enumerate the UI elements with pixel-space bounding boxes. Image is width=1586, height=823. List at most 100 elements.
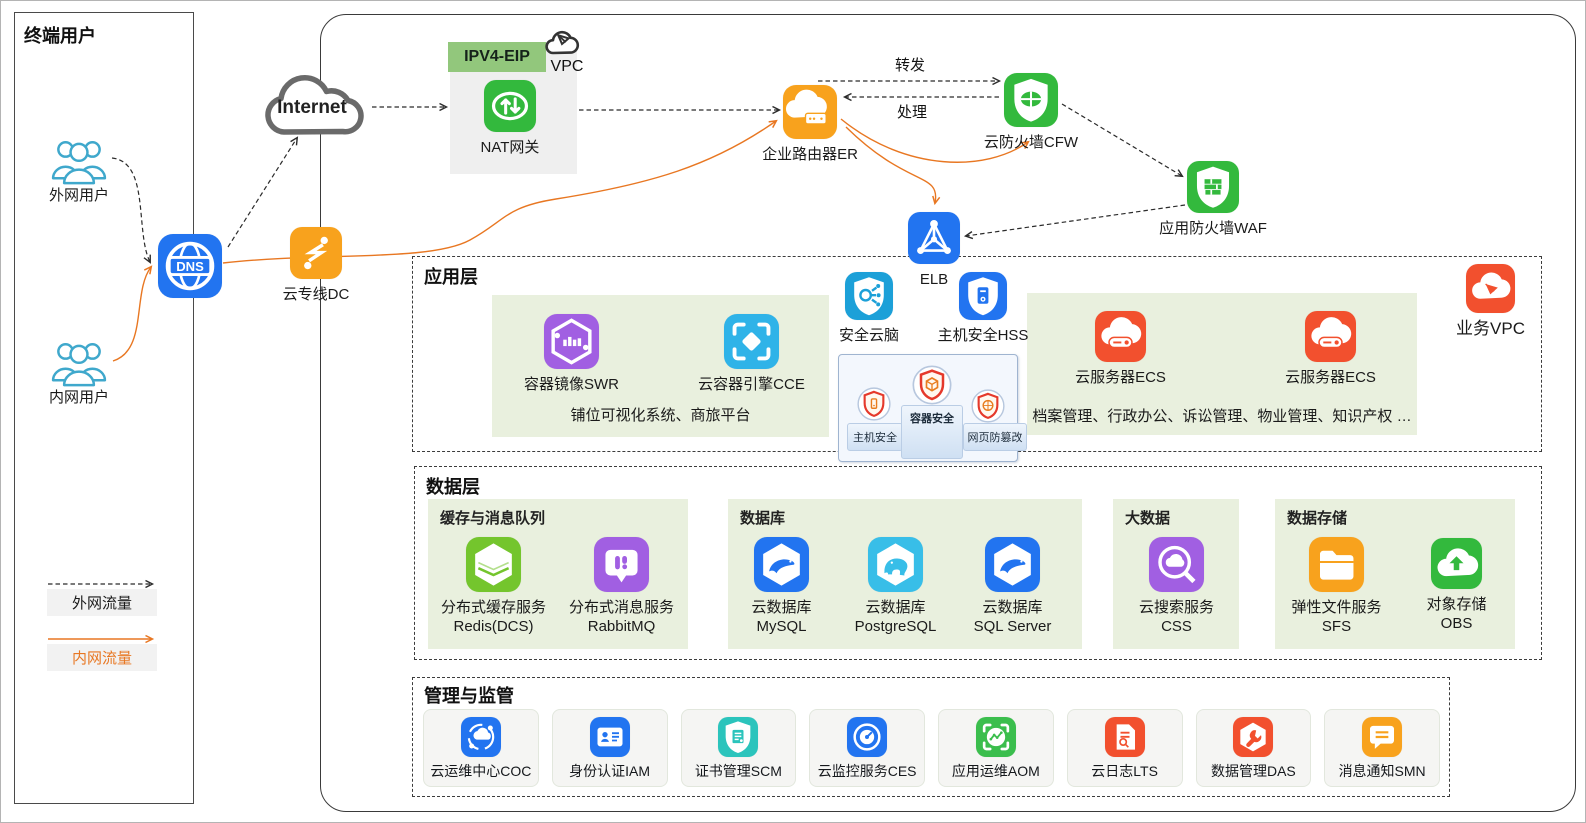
redis-icon <box>466 537 521 592</box>
csssearch-icon <box>1149 537 1204 592</box>
node-brain <box>845 272 893 320</box>
security-item-host: 主机安全 <box>847 423 903 451</box>
mgmt-card-label: 消息通知SMN <box>1338 763 1426 779</box>
host-security-shield-icon <box>857 387 891 421</box>
mgmt-layer-title: 管理与监管 <box>424 686 514 706</box>
node-dns: DNS <box>158 234 222 298</box>
internet-label: Internet <box>277 97 347 118</box>
data-layer-title: 数据层 <box>426 477 480 497</box>
external-users-icon <box>48 137 110 185</box>
node-cce <box>724 314 779 369</box>
data-layer-box <box>414 466 1542 660</box>
node-er <box>783 85 837 139</box>
forward-flow-label: 转发 <box>894 57 925 74</box>
rabbitmq-icon <box>594 537 649 592</box>
scm-icon <box>718 717 759 757</box>
node-label-cfw: 云防火墙CFW <box>983 134 1079 151</box>
node-nat <box>484 80 536 132</box>
node-label-bizvpc: 业务VPC <box>1456 319 1525 338</box>
swr-icon <box>544 314 599 369</box>
mgmt-card-label: 云运维中心COC <box>430 763 532 779</box>
external-users-label: 外网用户 <box>48 187 109 204</box>
mgmt-card-label: 应用运维AOM <box>951 763 1040 779</box>
svg-text:DNS: DNS <box>176 259 204 274</box>
bigdata-group-title: 大数据 <box>1125 510 1171 527</box>
node-waf <box>1187 161 1239 213</box>
node-redis <box>466 537 521 592</box>
app-layer-title: 应用层 <box>424 267 478 287</box>
aom-icon <box>975 717 1016 757</box>
flow-dns-internet <box>227 136 299 248</box>
app-left-caption: 铺位可视化系统、商旅平台 <box>570 407 751 424</box>
node-dc <box>290 227 342 279</box>
db-group-title: 数据库 <box>740 510 786 527</box>
mgmt-card-4: 云监控服务CES <box>809 709 925 787</box>
node-label-rabbitmq: 分布式消息服务 RabbitMQ <box>568 599 674 635</box>
node-label-swr: 容器镜像SWR <box>524 376 619 393</box>
node-label-obs: 对象存储 OBS <box>1426 596 1487 632</box>
security-panel: 主机安全 容器安全 网页防篡改 <box>838 354 1027 462</box>
node-rabbitmq <box>594 537 649 592</box>
mgmt-card-label: 云监控服务CES <box>817 763 917 779</box>
node-label-brain: 安全云脑 <box>838 327 899 344</box>
node-swr <box>544 314 599 369</box>
elb-icon <box>908 212 960 264</box>
dns-icon: DNS <box>158 234 222 298</box>
mgmt-card-label: 身份认证IAM <box>569 763 651 779</box>
das-icon <box>1233 717 1274 757</box>
node-label-nat: NAT网关 <box>480 139 540 156</box>
mgmt-card-8: 消息通知SMN <box>1324 709 1440 787</box>
brain-icon <box>845 272 893 320</box>
security-item-container: 容器安全 <box>901 405 963 459</box>
app-right-caption: 档案管理、行政办公、诉讼管理、物业管理、知识产权 … <box>1032 408 1412 425</box>
node-label-csssearch: 云搜索服务 CSS <box>1138 599 1214 635</box>
node-label-ecs2: 云服务器ECS <box>1285 369 1376 386</box>
ecs1-icon <box>1095 311 1146 362</box>
node-label-sfs: 弹性文件服务 SFS <box>1291 599 1382 635</box>
node-label-dc: 云专线DC <box>282 286 350 303</box>
app-right-group: 档案管理、行政办公、诉讼管理、物业管理、知识产权 … <box>1027 293 1417 435</box>
bizvpc-icon <box>1466 264 1515 313</box>
smn-icon <box>1362 717 1403 757</box>
nat-icon <box>484 80 536 132</box>
cache-group-title: 缓存与消息队列 <box>440 510 546 527</box>
vpc-label: VPC <box>550 58 584 75</box>
dc-icon <box>290 227 342 279</box>
node-mysql <box>754 537 809 592</box>
waf-icon <box>1187 161 1239 213</box>
node-sfs <box>1309 537 1364 592</box>
node-label-elb: ELB <box>919 271 949 288</box>
node-label-cce: 云容器引擎CCE <box>698 376 805 393</box>
ecs2-icon <box>1305 311 1356 362</box>
process-flow-label: 处理 <box>896 104 927 121</box>
internal-users-icon <box>48 339 110 387</box>
cfw-icon <box>1004 73 1058 127</box>
sfs-icon <box>1309 537 1364 592</box>
legend-external: 外网流量 <box>47 589 157 616</box>
lts-icon <box>1104 717 1145 757</box>
node-sqlserver <box>985 537 1040 592</box>
eip-badge: IPV4-EIP <box>448 42 546 72</box>
postgres-icon <box>868 537 923 592</box>
node-elb <box>908 212 960 264</box>
mgmt-card-7: 数据管理DAS <box>1195 709 1312 787</box>
node-label-hss: 主机安全HSS <box>937 327 1029 344</box>
mgmt-layer-box <box>412 677 1450 797</box>
node-label-er: 企业路由器ER <box>762 146 858 163</box>
end-user-panel <box>14 12 194 804</box>
node-hss <box>959 272 1007 320</box>
end-user-title: 终端用户 <box>24 26 96 46</box>
mgmt-card-1: 云运维中心COC <box>423 709 539 787</box>
node-label-postgres: 云数据库 PostgreSQL <box>854 599 937 635</box>
vpc-cloud-icon <box>543 24 591 58</box>
node-ecs2 <box>1305 311 1356 362</box>
mgmt-card-5: 应用运维AOM <box>938 709 1054 787</box>
node-csssearch <box>1149 537 1204 592</box>
security-item-webtamper: 网页防篡改 <box>963 423 1027 451</box>
mgmt-cards-row: 云运维中心COC 身份认证IAM 证书管理SCM 云监控服务CES 应用运维AO… <box>423 709 1440 787</box>
sqlserver-icon <box>985 537 1040 592</box>
mgmt-card-6: 云日志LTS <box>1066 709 1183 787</box>
node-label-mysql: 云数据库 MySQL <box>751 599 812 635</box>
mgmt-card-2: 身份认证IAM <box>551 709 668 787</box>
